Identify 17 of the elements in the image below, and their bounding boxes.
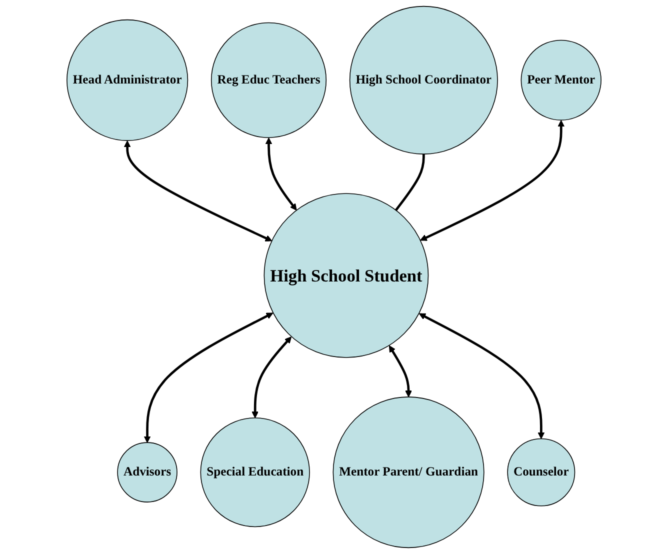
- node-circle: Mentor Parent/ Guardian: [332, 396, 484, 548]
- arrow: [418, 313, 545, 440]
- arrow: [144, 312, 274, 443]
- arrow: [420, 120, 565, 241]
- arrow: [124, 140, 272, 242]
- node-circle: Head Administrator: [66, 19, 188, 141]
- connector: [394, 154, 425, 211]
- node-circle: Special Education: [200, 417, 310, 528]
- node-circle: Counselor: [507, 438, 576, 506]
- node-circle: Peer Mentor: [520, 40, 602, 120]
- arrow: [265, 138, 297, 211]
- arrow: [388, 345, 412, 398]
- node-circle: High School Student: [264, 193, 429, 358]
- node-circle: Advisors: [117, 442, 178, 502]
- node-circle: High School Coordinator: [349, 6, 498, 154]
- arrow: [252, 336, 292, 418]
- node-circle: Reg Educ Teachers: [210, 22, 327, 138]
